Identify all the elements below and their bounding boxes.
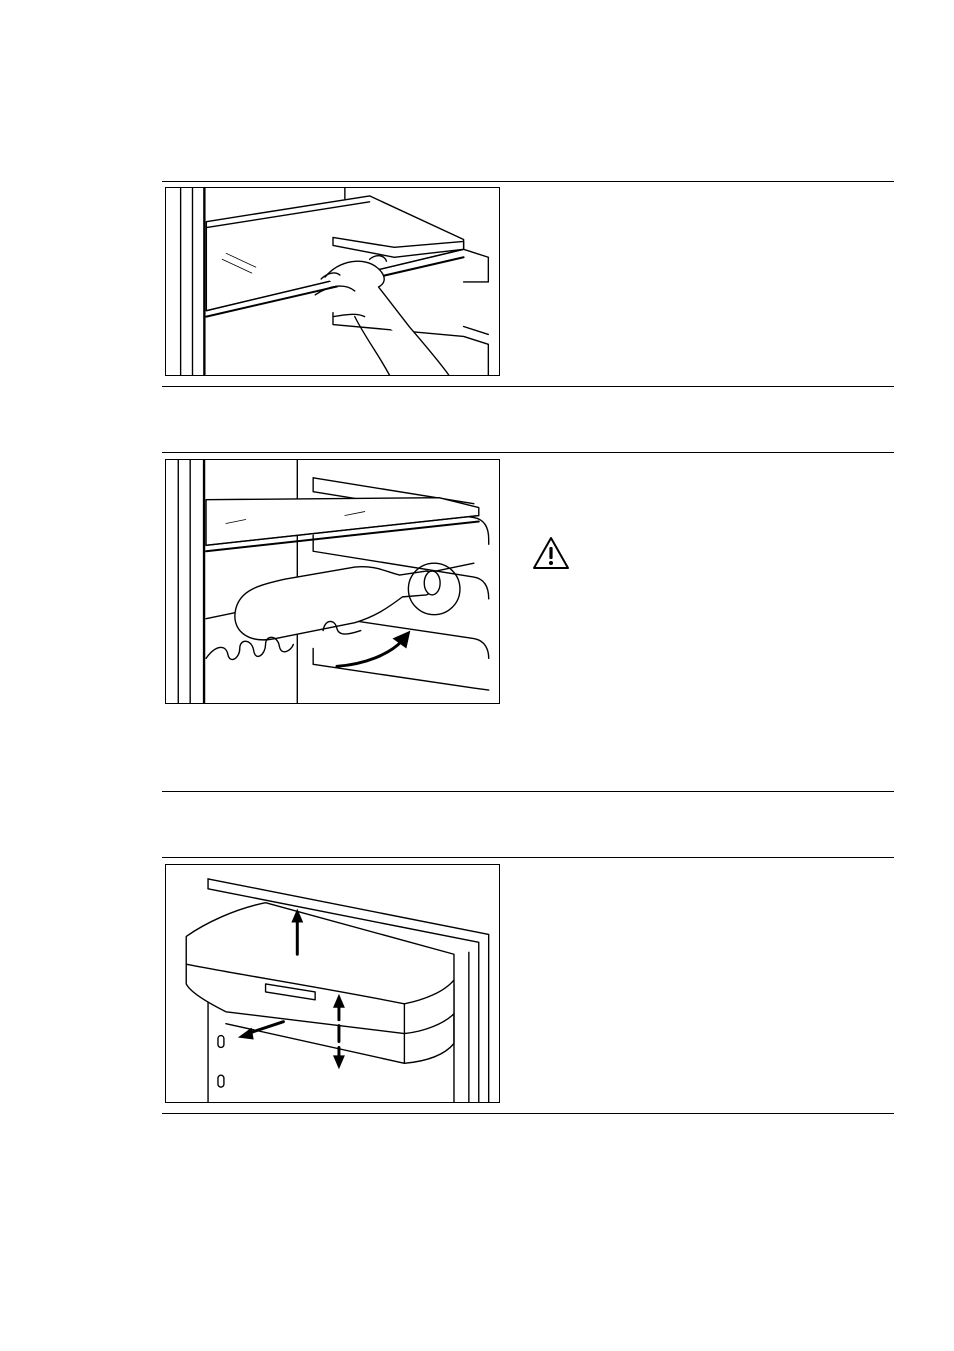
shelf-removal-illustration bbox=[165, 187, 500, 376]
warning-triangle-icon bbox=[531, 535, 571, 571]
door-balcony-illustration bbox=[165, 864, 500, 1103]
section-3-bottom-rule bbox=[162, 1113, 894, 1114]
section-1-top-rule bbox=[162, 181, 894, 182]
section-2-top-rule bbox=[162, 452, 894, 453]
section-1-bottom-rule bbox=[162, 386, 894, 387]
bottle-rack-illustration bbox=[165, 459, 500, 704]
section-3-top-rule bbox=[162, 857, 894, 858]
section-2-bottom-rule bbox=[162, 791, 894, 792]
